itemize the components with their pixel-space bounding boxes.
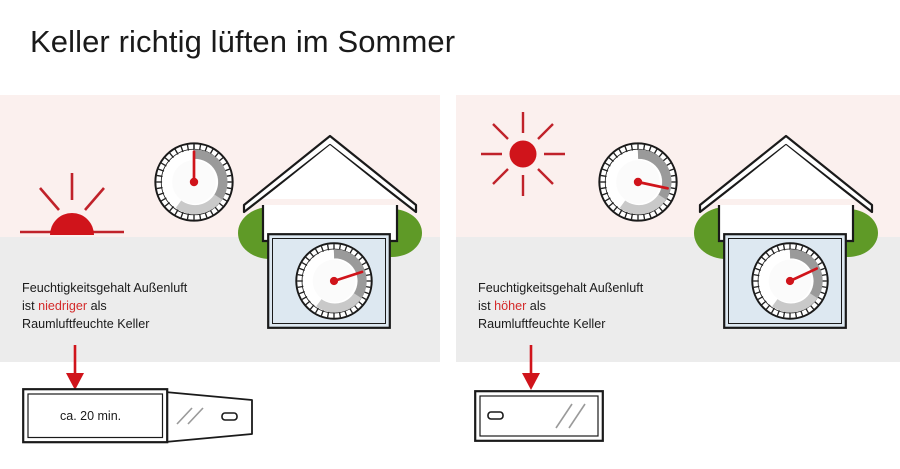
house-left: [240, 133, 420, 245]
basement-hygrometer-right: [749, 240, 831, 322]
caption-line-2-post: als: [87, 299, 107, 313]
panel-midday: Feuchtigkeitsgehalt Außenluft ist höher …: [456, 95, 900, 390]
caption-line-3: Raumluftfeuchte Keller: [22, 317, 150, 331]
caption-line-2: ist niedriger als: [22, 297, 187, 315]
window-icon-left-open[interactable]: [22, 388, 272, 444]
caption-left: Feuchtigkeitsgehalt Außenluft ist niedri…: [22, 279, 187, 333]
page-title: Keller richtig lüften im Sommer: [30, 24, 456, 59]
window-label-left: ca. 20 min.: [60, 409, 122, 423]
caption-line-2-pre: ist: [478, 299, 495, 313]
caption-line-2-pre: ist: [22, 299, 39, 313]
caption-highlight: höher: [494, 299, 527, 313]
caption-line-1: Feuchtigkeitsgehalt Außenluft: [22, 281, 188, 295]
caption-line-2-post: als: [526, 299, 546, 313]
sunrise-icon: [12, 170, 132, 240]
outdoor-hygrometer-right: [596, 140, 680, 224]
panel-morning: Feuchtigkeitsgehalt Außenluft ist niedri…: [0, 95, 440, 390]
caption-line-2: ist höher als: [478, 297, 643, 315]
caption-line-3: Raumluftfeuchte Keller: [478, 317, 606, 331]
house-right: [696, 133, 876, 245]
caption-highlight: niedriger: [38, 299, 88, 313]
caption-line-1: Feuchtigkeitsgehalt Außenluft: [478, 281, 644, 295]
window-icon-right-closed[interactable]: [474, 390, 604, 442]
sun-icon: [478, 109, 568, 199]
caption-right: Feuchtigkeitsgehalt Außenluft ist höher …: [478, 279, 643, 333]
outdoor-hygrometer-left: [152, 140, 236, 224]
arrow-down-icon-left: [62, 345, 88, 391]
basement-hygrometer-left: [293, 240, 375, 322]
arrow-down-icon-right: [518, 345, 544, 391]
